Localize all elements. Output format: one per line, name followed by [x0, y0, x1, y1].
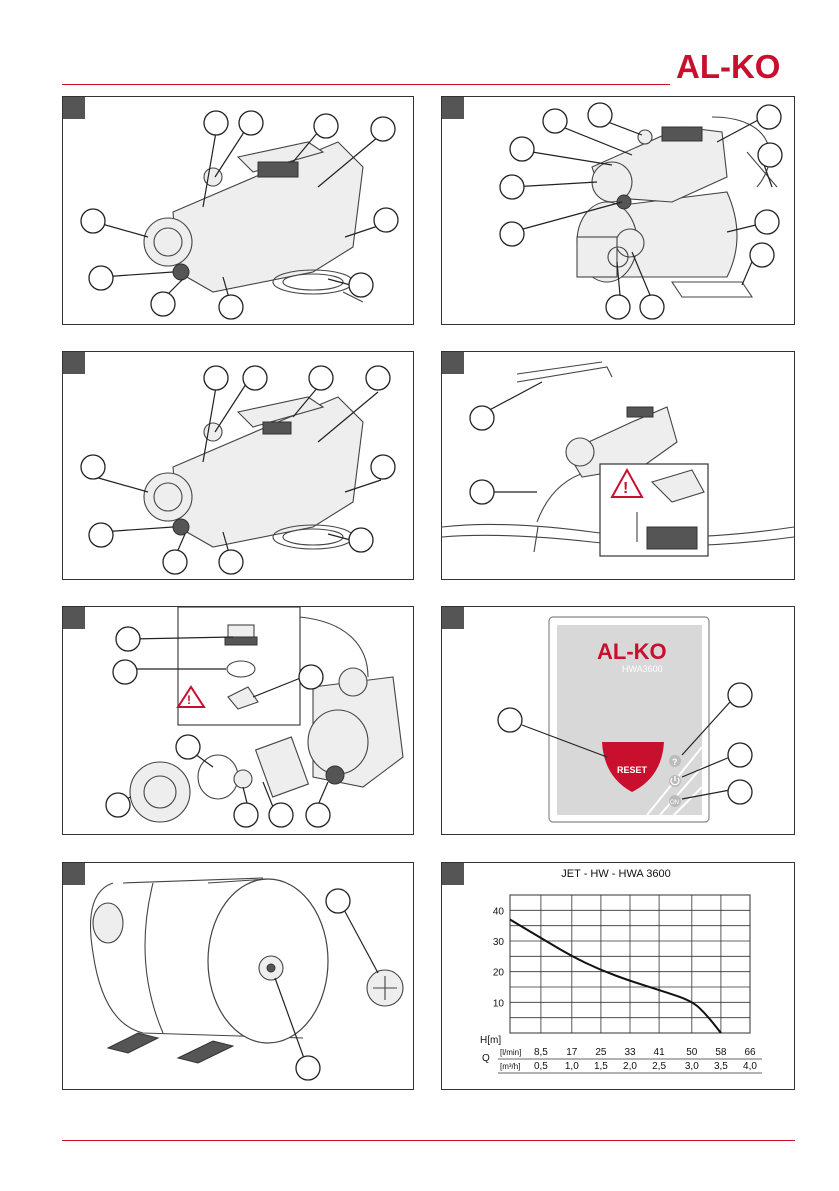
svg-text:!: !	[623, 480, 628, 497]
figure-panel-2	[441, 96, 795, 325]
chart-title: JET - HW - HWA 3600	[561, 868, 670, 880]
y-tick-label: 40	[493, 906, 505, 917]
control-panel-drawing: AL-KO HWA3600 RESET ? ON	[442, 607, 794, 834]
pump-jet-drawing	[63, 97, 413, 324]
x-tick-m3h: 0,5	[534, 1061, 548, 1072]
x-tick-lpm: 50	[686, 1047, 698, 1058]
callout-group	[470, 382, 542, 504]
footer-rule	[62, 1140, 795, 1141]
svg-text:!: !	[187, 693, 191, 707]
panel-brand-text: AL-KO	[597, 639, 667, 664]
x-tick-lpm: 41	[654, 1047, 666, 1058]
x-tick-m3h: 2,5	[652, 1061, 666, 1072]
x-unit-m3h: [m³/h]	[500, 1062, 520, 1071]
al-ko-logo: AL-KO	[676, 48, 796, 82]
x-tick-lpm: 58	[715, 1047, 727, 1058]
pump-jet-variant-drawing	[63, 352, 413, 579]
header-rule	[62, 84, 670, 85]
x-tick-m3h: 1,5	[594, 1061, 608, 1072]
reset-label: RESET	[617, 765, 648, 775]
x-tick-lpm: 33	[624, 1047, 636, 1058]
x-tick-m3h: 3,5	[714, 1061, 728, 1072]
svg-text:?: ?	[672, 757, 678, 767]
x-tick-lpm: 25	[595, 1047, 607, 1058]
figure-panel-6: AL-KO HWA3600 RESET ? ON	[441, 606, 795, 835]
figure-panel-5: !	[62, 606, 414, 835]
x-tick-m3h: 3,0	[685, 1061, 699, 1072]
x-tick-m3h: 1,0	[565, 1061, 579, 1072]
pump-hw-drawing	[442, 97, 794, 324]
logo-text: AL-KO	[676, 48, 780, 82]
installation-drawing: !	[442, 352, 794, 579]
performance-curve	[510, 920, 721, 1033]
x-tick-m3h: 4,0	[743, 1061, 757, 1072]
pressure-tank-drawing	[63, 863, 413, 1089]
y-tick-label: 20	[493, 968, 505, 979]
y-axis-label: H[m]	[480, 1035, 501, 1046]
x-row-label: Q	[482, 1053, 490, 1064]
figure-panel-7	[62, 862, 414, 1090]
x-unit-lpm: [l/min]	[500, 1048, 521, 1057]
x-tick-lpm: 8,5	[534, 1047, 548, 1058]
panel-model-text: HWA3600	[622, 664, 663, 674]
performance-chart: JET - HW - HWA 3600 10 20 30 40H[m] Q [l/min]…	[442, 863, 794, 1089]
figure-panel-1	[62, 96, 414, 325]
y-tick-label: 10	[493, 998, 505, 1009]
on-label: ON	[670, 800, 679, 806]
x-tick-m3h: 2,0	[623, 1061, 637, 1072]
figure-panel-4: !	[441, 351, 795, 580]
figure-panel-3	[62, 351, 414, 580]
x-tick-lpm: 17	[566, 1047, 578, 1058]
y-tick-label: 30	[493, 937, 505, 948]
x-tick-lpm: 66	[744, 1047, 756, 1058]
filter-disassembly-drawing: !	[63, 607, 413, 834]
